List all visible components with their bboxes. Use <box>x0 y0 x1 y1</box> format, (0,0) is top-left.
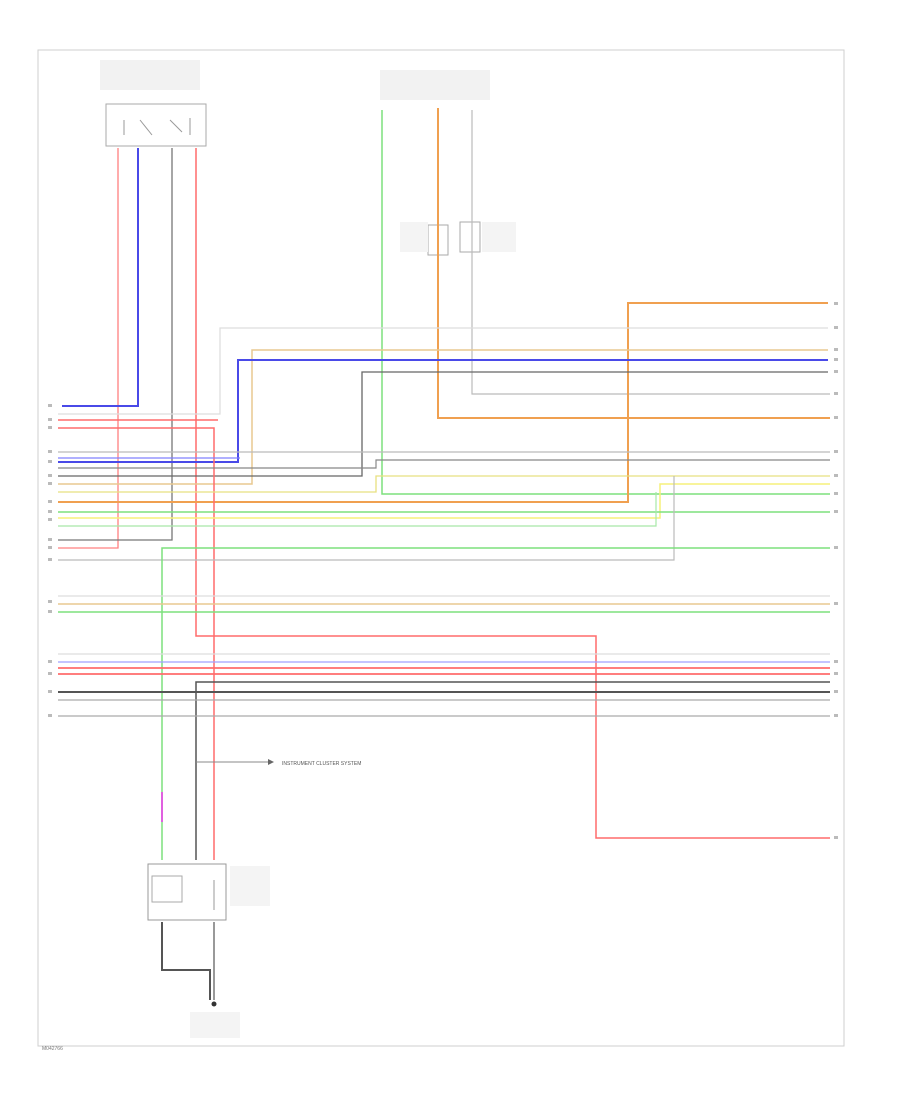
wire-red-2 <box>195 148 830 839</box>
wire-red-1 <box>58 148 119 549</box>
row-red-2 <box>58 427 215 860</box>
top-center-label-block <box>380 70 490 100</box>
row-green-548 <box>161 547 830 860</box>
wire-white-right <box>58 327 828 415</box>
wire-orange-v <box>437 108 830 419</box>
row-black-468 <box>58 459 830 469</box>
bottom-component-label <box>230 866 270 906</box>
ground-label <box>190 1012 240 1038</box>
bottom-component <box>147 863 270 921</box>
row-yellow-518 <box>58 483 830 519</box>
ground-icon <box>211 1001 217 1007</box>
wire-gray-v <box>471 110 830 395</box>
instrument-cluster-label: INSTRUMENT CLUSTER SYSTEM <box>282 761 361 767</box>
diagram-footer-code: M042766 <box>42 1046 63 1052</box>
wire-tan-right <box>58 349 828 485</box>
right-relay-label <box>482 222 516 252</box>
arrow-icon <box>268 759 274 765</box>
left-pin-markers <box>48 404 52 717</box>
wire-orange-right <box>58 302 828 503</box>
top-left-switch-component <box>100 60 207 147</box>
row-green-526 <box>58 492 657 527</box>
row-black-682 <box>195 681 830 860</box>
top-center-component <box>380 70 516 256</box>
wire-blue-right <box>58 359 828 463</box>
top-left-label-block <box>100 60 200 90</box>
row-gray-560 <box>58 476 675 561</box>
wire-bottom-ground <box>161 922 211 1000</box>
left-relay-label <box>400 222 428 252</box>
wire-blue-1 <box>62 148 139 407</box>
wire-black-1 <box>58 148 173 541</box>
right-pin-markers <box>834 302 838 839</box>
row-yellow-490 <box>58 475 830 493</box>
wire-black-right <box>58 371 828 477</box>
wire-green-v <box>381 110 830 495</box>
diagram-frame <box>37 49 845 1047</box>
